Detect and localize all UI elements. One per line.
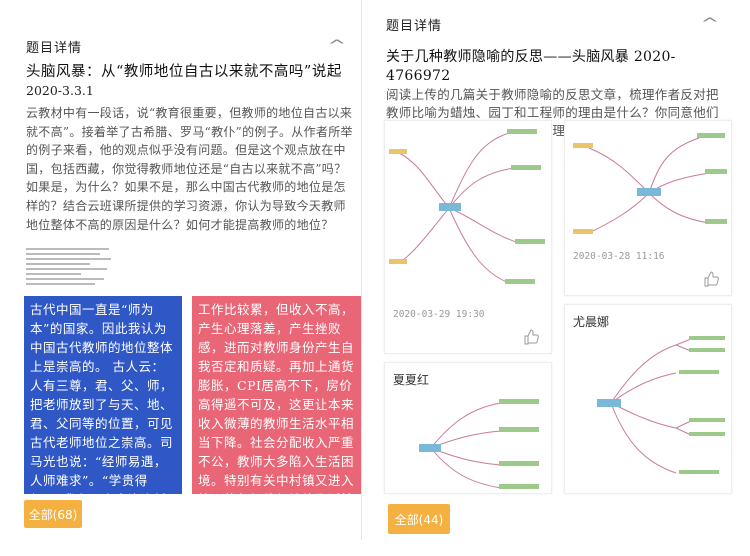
- card-author-name: 夏夏红: [393, 373, 430, 387]
- mindmap-thumbnail: [389, 129, 545, 284]
- left-topic-panel: 题目详情 ^ 头脑风暴：从“教师地位自古以来就不高吗”说起 2020-3.3.1…: [22, 0, 362, 540]
- left-header-label: 题目详情: [26, 40, 83, 56]
- chevron-up-icon[interactable]: ^: [327, 38, 347, 54]
- left-panel-header[interactable]: 题目详情 ^: [22, 0, 361, 62]
- left-all-button[interactable]: 全部(68): [24, 500, 82, 528]
- submission-card[interactable]: 夏夏红: [384, 362, 552, 494]
- card-author-name: 尤晨娜: [573, 315, 610, 329]
- left-post-date: 2020-3.3.1: [26, 83, 94, 98]
- submission-thumbnails: 古代中国一直是“师为本”的国家。因此我认为中国古代教师的地位整体上是崇高的。 古…: [24, 296, 361, 494]
- left-post-title: 头脑风暴：从“教师地位自古以来就不高吗”说起: [26, 64, 342, 80]
- submission-card[interactable]: 尤晨娜: [564, 304, 732, 494]
- document-thumbnail[interactable]: [26, 248, 118, 296]
- submission-card[interactable]: 2020-03-28 11:16: [564, 120, 732, 296]
- submission-card[interactable]: 2020-03-29 19:30: [384, 120, 552, 354]
- blue-submission-image[interactable]: 古代中国一直是“师为本”的国家。因此我认为中国古代教师的地位整体上是崇高的。 古…: [24, 296, 182, 494]
- card-timestamp: 2020-03-29 19:30: [393, 309, 485, 320]
- card-timestamp: 2020-03-28 11:16: [573, 251, 665, 262]
- right-panel-header[interactable]: 题目详情 ^: [382, 0, 734, 48]
- mindmap-thumbnail: [573, 133, 727, 234]
- right-post-title: 关于几种教师隐喻的反思——头脑风暴 2020-4766972: [386, 49, 676, 84]
- thumbs-up-icon[interactable]: [703, 271, 719, 287]
- mindmap-thumbnail: [419, 399, 539, 489]
- red-submission-image[interactable]: 工作比较累，但收入不高，产生心理落差，产生挫败感，进而对教师身份产生自我否定和质…: [192, 296, 361, 494]
- left-post-body: 云教材中有一段话，说“教育很重要，但教师的地位自古以来就不高”。接着举了古希腊、…: [26, 106, 353, 232]
- thumbs-up-icon[interactable]: [523, 329, 539, 345]
- mindmap-thumbnail: [597, 336, 725, 474]
- right-header-label: 题目详情: [386, 18, 443, 34]
- right-all-button[interactable]: 全部(44): [388, 504, 450, 534]
- right-topic-panel: 题目详情 ^ 关于几种教师隐喻的反思——头脑风暴 2020-4766972 阅读…: [382, 0, 734, 540]
- chevron-up-icon[interactable]: ^: [700, 16, 720, 32]
